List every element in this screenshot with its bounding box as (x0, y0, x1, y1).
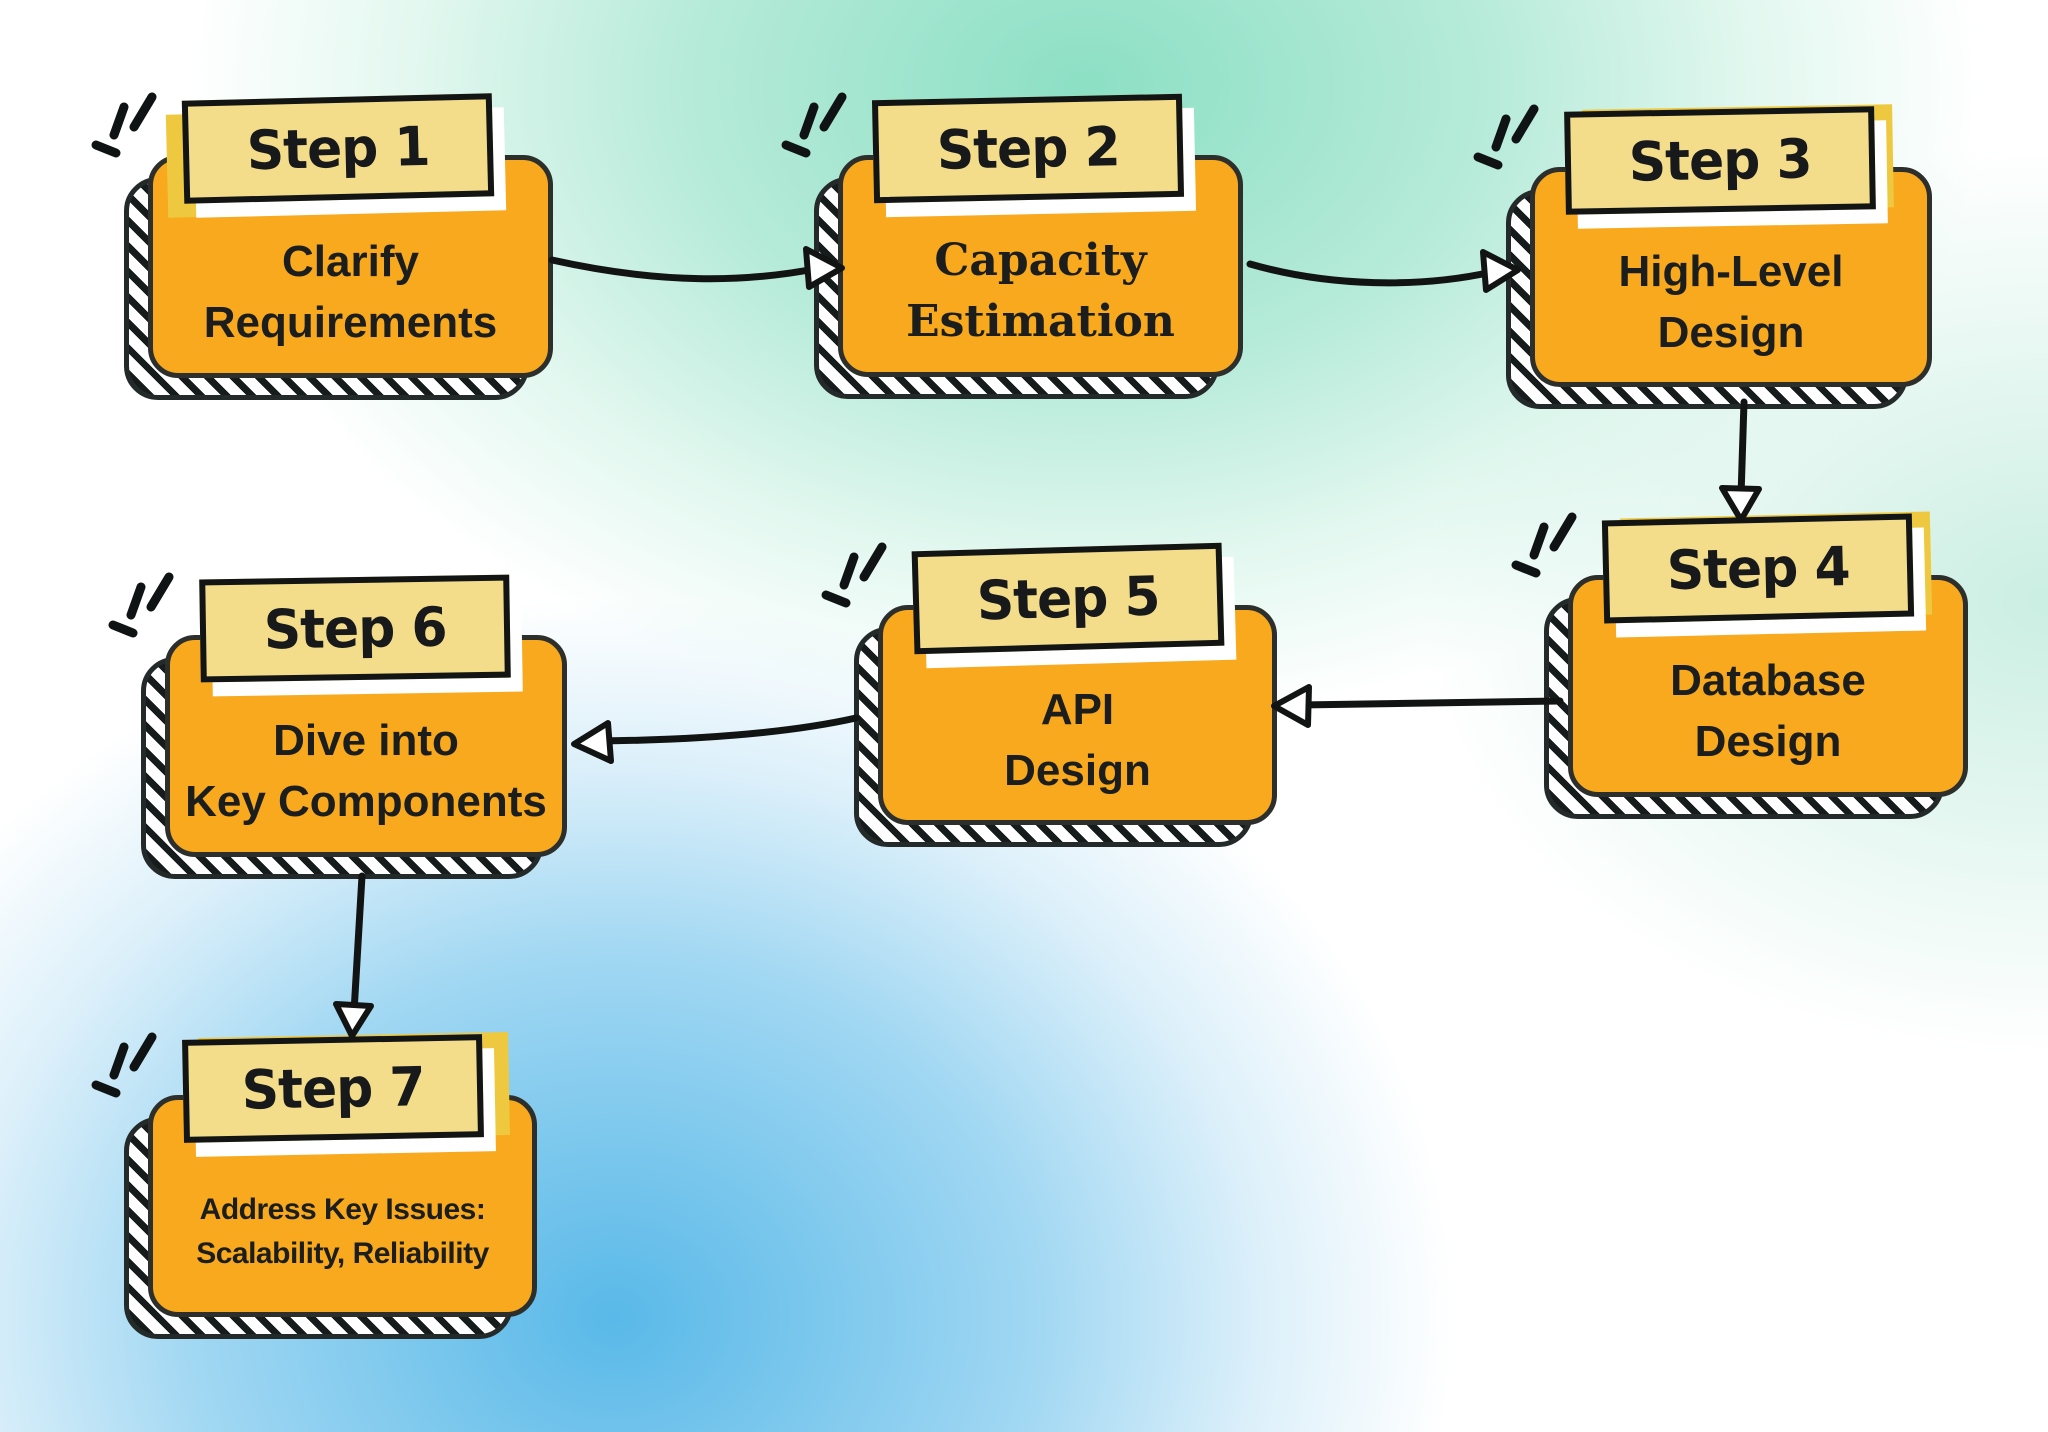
connector-step2-step3 (1246, 249, 1521, 293)
step-body-line: Capacity (934, 235, 1147, 287)
connector-step4-step5 (1271, 684, 1564, 728)
step-body-line: Design (1004, 746, 1151, 795)
step-2: Capacity Estimation Step 2 (781, 92, 1243, 399)
connector-step5-step6 (571, 714, 860, 764)
step-body-line: Design (1694, 717, 1842, 766)
step-banner: Step 5 (911, 542, 1225, 655)
sparkle-icon (821, 542, 887, 608)
step-body-line: Requirements (203, 297, 498, 347)
step-label: Step 4 (1665, 534, 1851, 603)
step-body-line: Design (1657, 308, 1805, 357)
step-7: Address Key Issues: Scalability, Reliabi… (91, 1032, 537, 1339)
sparkle-icon (108, 572, 174, 638)
step-body-line: Scalability, Reliability (196, 1237, 489, 1270)
step-body-line: Estimation (906, 296, 1175, 347)
step-body-line: Address Key Issues: (199, 1192, 486, 1226)
step-body-line: API (1040, 685, 1115, 735)
step-banner: Step 7 (182, 1034, 484, 1143)
step-5: API Design Step 5 (821, 542, 1277, 847)
sparkle-icon (91, 92, 157, 158)
step-label: Step 5 (975, 564, 1161, 633)
step-body-line: Dive into (273, 716, 459, 766)
step-banner: Step 2 (871, 93, 1185, 204)
step-label: Step 2 (935, 115, 1121, 182)
step-4: Database Design Step 4 (1511, 511, 1968, 819)
step-body-line: Clarify (282, 236, 419, 286)
step-banner: Step 6 (199, 574, 511, 683)
step-body-line: Database (1670, 656, 1866, 706)
step-label: Step 3 (1628, 127, 1812, 194)
step-body-line: Key Components (185, 777, 547, 826)
step-1: Clarify Requirements Step 1 (91, 92, 553, 400)
step-label: Step 1 (245, 114, 431, 183)
step-banner: Step 1 (181, 93, 495, 204)
connector-step1-step2 (548, 246, 845, 290)
step-banner: Step 3 (1564, 106, 1876, 215)
step-6: Dive into Key Components Step 6 (108, 572, 567, 879)
step-body-line: High-Level (1618, 247, 1844, 297)
step-3: High-Level Design Step 3 (1473, 104, 1932, 409)
sparkle-icon (781, 92, 847, 158)
sparkle-icon (91, 1032, 157, 1098)
connector-step3-step4 (1719, 398, 1762, 523)
step-label: Step 7 (241, 1055, 425, 1122)
step-banner: Step 4 (1601, 513, 1915, 624)
connector-step6-step7 (333, 872, 374, 1039)
step-label: Step 6 (263, 595, 447, 662)
sparkle-icon (1511, 512, 1577, 578)
sparkle-icon (1473, 104, 1539, 170)
